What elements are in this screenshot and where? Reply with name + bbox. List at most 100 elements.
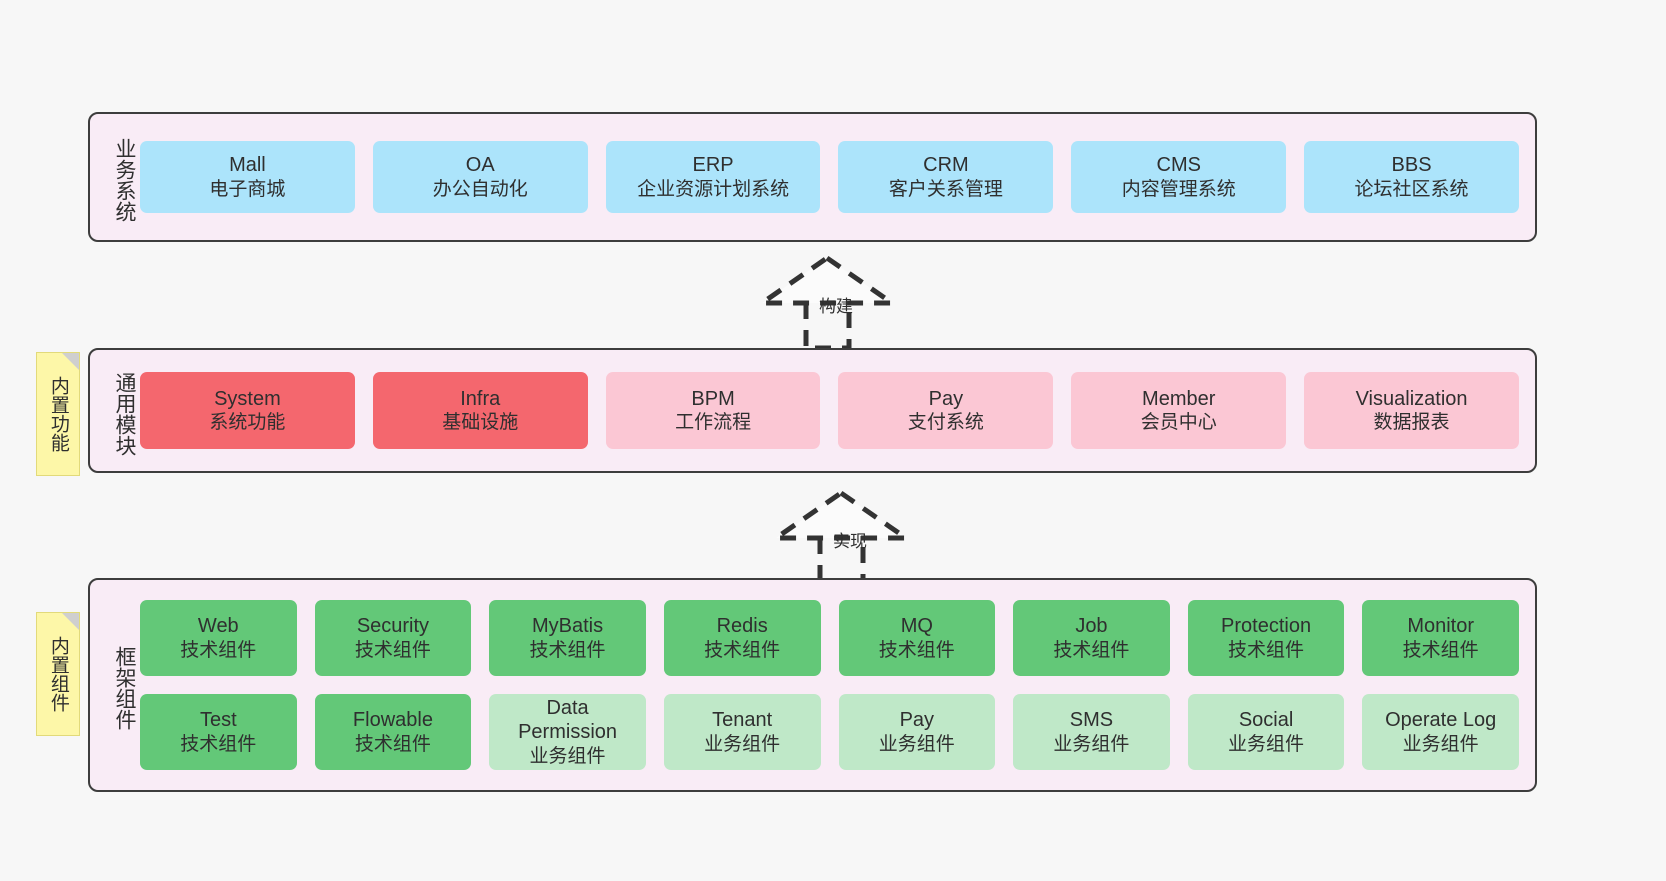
node-member-desc: 会员中心 [1140, 412, 1217, 434]
connector-build-label: 构建 [819, 297, 853, 316]
node-monitor[interactable]: Monitor 技术组件 [1362, 600, 1519, 676]
node-monitor-desc: 技术组件 [1402, 639, 1479, 661]
framework-biz-row: Test 技术组件 Flowable 技术组件 Data Permission … [140, 694, 1519, 770]
node-data-permission-name: Data Permission [518, 697, 618, 744]
node-system-name: System [214, 387, 281, 410]
node-security-name: Security [356, 615, 430, 638]
node-bpm-name: BPM [691, 387, 735, 410]
node-social-name: Social [1238, 709, 1294, 732]
node-visualization-desc: 数据报表 [1373, 412, 1450, 434]
node-member-name: Member [1142, 387, 1216, 410]
node-erp-name: ERP [692, 154, 734, 177]
layer-business-systems: 业务系统 Mall 电子商城 OA 办公自动化 ERP 企业资源计划系统 CRM… [88, 112, 1537, 242]
node-tenant-desc: 业务组件 [704, 733, 781, 755]
node-test-name: Test [199, 709, 237, 732]
node-test-desc: 技术组件 [180, 733, 257, 755]
node-system-desc: 系统功能 [209, 412, 286, 434]
layer-common-body: System 系统功能 Infra 基础设施 BPM 工作流程 Pay 支付系统… [136, 350, 1535, 471]
business-node-row: Mall 电子商城 OA 办公自动化 ERP 企业资源计划系统 CRM 客户关系… [140, 141, 1519, 213]
node-protection[interactable]: Protection 技术组件 [1187, 600, 1345, 676]
node-crm[interactable]: CRM 客户关系管理 [838, 141, 1054, 213]
framework-tech-row: Web 技术组件 Security 技术组件 MyBatis 技术组件 Redi… [140, 600, 1519, 676]
node-pay-module-name: Pay [928, 387, 964, 410]
node-tenant-name: Tenant [712, 709, 773, 732]
node-infra[interactable]: Infra 基础设施 [372, 372, 588, 449]
node-protection-desc: 技术组件 [1228, 639, 1305, 661]
node-social[interactable]: Social 业务组件 [1187, 694, 1345, 770]
node-cms[interactable]: CMS 内容管理系统 [1071, 141, 1287, 213]
node-mybatis[interactable]: MyBatis 技术组件 [489, 600, 646, 676]
node-web[interactable]: Web 技术组件 [140, 600, 297, 676]
layer-business-label: 业务系统 [113, 138, 136, 222]
node-infra-name: Infra [460, 387, 501, 410]
node-infra-desc: 基础设施 [442, 412, 519, 434]
node-redis[interactable]: Redis 技术组件 [663, 600, 821, 676]
node-crm-desc: 客户关系管理 [888, 178, 1003, 200]
node-bbs-name: BBS [1391, 154, 1432, 177]
node-bbs-desc: 论坛社区系统 [1354, 178, 1469, 200]
node-operate-log[interactable]: Operate Log 业务组件 [1362, 694, 1519, 770]
node-web-desc: 技术组件 [180, 639, 257, 661]
node-oa-desc: 办公自动化 [432, 178, 528, 200]
node-mybatis-desc: 技术组件 [529, 639, 606, 661]
node-protection-name: Protection [1221, 615, 1312, 638]
node-operate-log-name: Operate Log [1385, 709, 1497, 732]
node-sms[interactable]: SMS 业务组件 [1013, 694, 1170, 770]
node-pay-module[interactable]: Pay 支付系统 [838, 372, 1054, 449]
node-web-name: Web [197, 615, 239, 638]
node-flowable[interactable]: Flowable 技术组件 [314, 694, 472, 770]
node-job[interactable]: Job 技术组件 [1013, 600, 1170, 676]
note-builtin-component: 内置组件 [36, 612, 80, 736]
connector-build: 构建 [749, 254, 929, 360]
node-oa[interactable]: OA 办公自动化 [372, 141, 588, 213]
node-job-name: Job [1075, 615, 1108, 638]
node-operate-log-desc: 业务组件 [1402, 733, 1479, 755]
node-mall-desc: 电子商城 [209, 178, 286, 200]
layer-common-modules: 通用模块 System 系统功能 Infra 基础设施 BPM 工作流程 Pay… [88, 348, 1537, 473]
node-mq-name: MQ [900, 615, 933, 638]
node-job-desc: 技术组件 [1053, 639, 1130, 661]
node-member[interactable]: Member 会员中心 [1071, 372, 1287, 449]
node-tenant[interactable]: Tenant 业务组件 [663, 694, 821, 770]
note-builtin-component-label: 内置组件 [47, 636, 69, 712]
layer-framework-components: 框架组件 Web 技术组件 Security 技术组件 MyBatis 技术组件… [88, 578, 1537, 792]
node-pay-module-desc: 支付系统 [907, 412, 984, 434]
connector-implement: 实现 [763, 489, 943, 595]
node-erp-desc: 企业资源计划系统 [637, 178, 790, 200]
node-mall[interactable]: Mall 电子商城 [140, 141, 355, 213]
node-visualization[interactable]: Visualization 数据报表 [1304, 372, 1519, 449]
node-redis-desc: 技术组件 [704, 639, 781, 661]
node-pay-component-name: Pay [899, 709, 935, 732]
node-sms-desc: 业务组件 [1053, 733, 1130, 755]
node-visualization-name: Visualization [1355, 387, 1468, 410]
node-pay-component[interactable]: Pay 业务组件 [838, 694, 996, 770]
node-test[interactable]: Test 技术组件 [140, 694, 297, 770]
node-monitor-name: Monitor [1407, 615, 1475, 638]
node-social-desc: 业务组件 [1228, 733, 1305, 755]
node-bbs[interactable]: BBS 论坛社区系统 [1304, 141, 1519, 213]
node-mall-name: Mall [229, 154, 266, 177]
node-security[interactable]: Security 技术组件 [314, 600, 472, 676]
note-builtin-function: 内置功能 [36, 352, 80, 476]
node-bpm[interactable]: BPM 工作流程 [605, 372, 821, 449]
node-redis-name: Redis [716, 615, 768, 638]
node-data-permission[interactable]: Data Permission 业务组件 [489, 694, 646, 770]
node-flowable-desc: 技术组件 [354, 733, 431, 755]
node-pay-component-desc: 业务组件 [878, 733, 955, 755]
node-oa-name: OA [465, 154, 495, 177]
node-cms-name: CMS [1156, 154, 1201, 177]
layer-business-body: Mall 电子商城 OA 办公自动化 ERP 企业资源计划系统 CRM 客户关系… [136, 114, 1535, 240]
node-crm-name: CRM [923, 154, 969, 177]
node-cms-desc: 内容管理系统 [1121, 178, 1236, 200]
layer-framework-label: 框架组件 [113, 646, 136, 730]
layer-common-label: 通用模块 [113, 371, 136, 456]
node-system[interactable]: System 系统功能 [140, 372, 355, 449]
node-data-permission-desc: 业务组件 [529, 745, 606, 767]
connector-implement-label: 实现 [833, 532, 867, 551]
node-mq-desc: 技术组件 [878, 639, 955, 661]
node-erp[interactable]: ERP 企业资源计划系统 [605, 141, 821, 213]
node-mq[interactable]: MQ 技术组件 [838, 600, 996, 676]
note-builtin-function-label: 内置功能 [47, 376, 69, 452]
node-mybatis-name: MyBatis [532, 615, 604, 638]
